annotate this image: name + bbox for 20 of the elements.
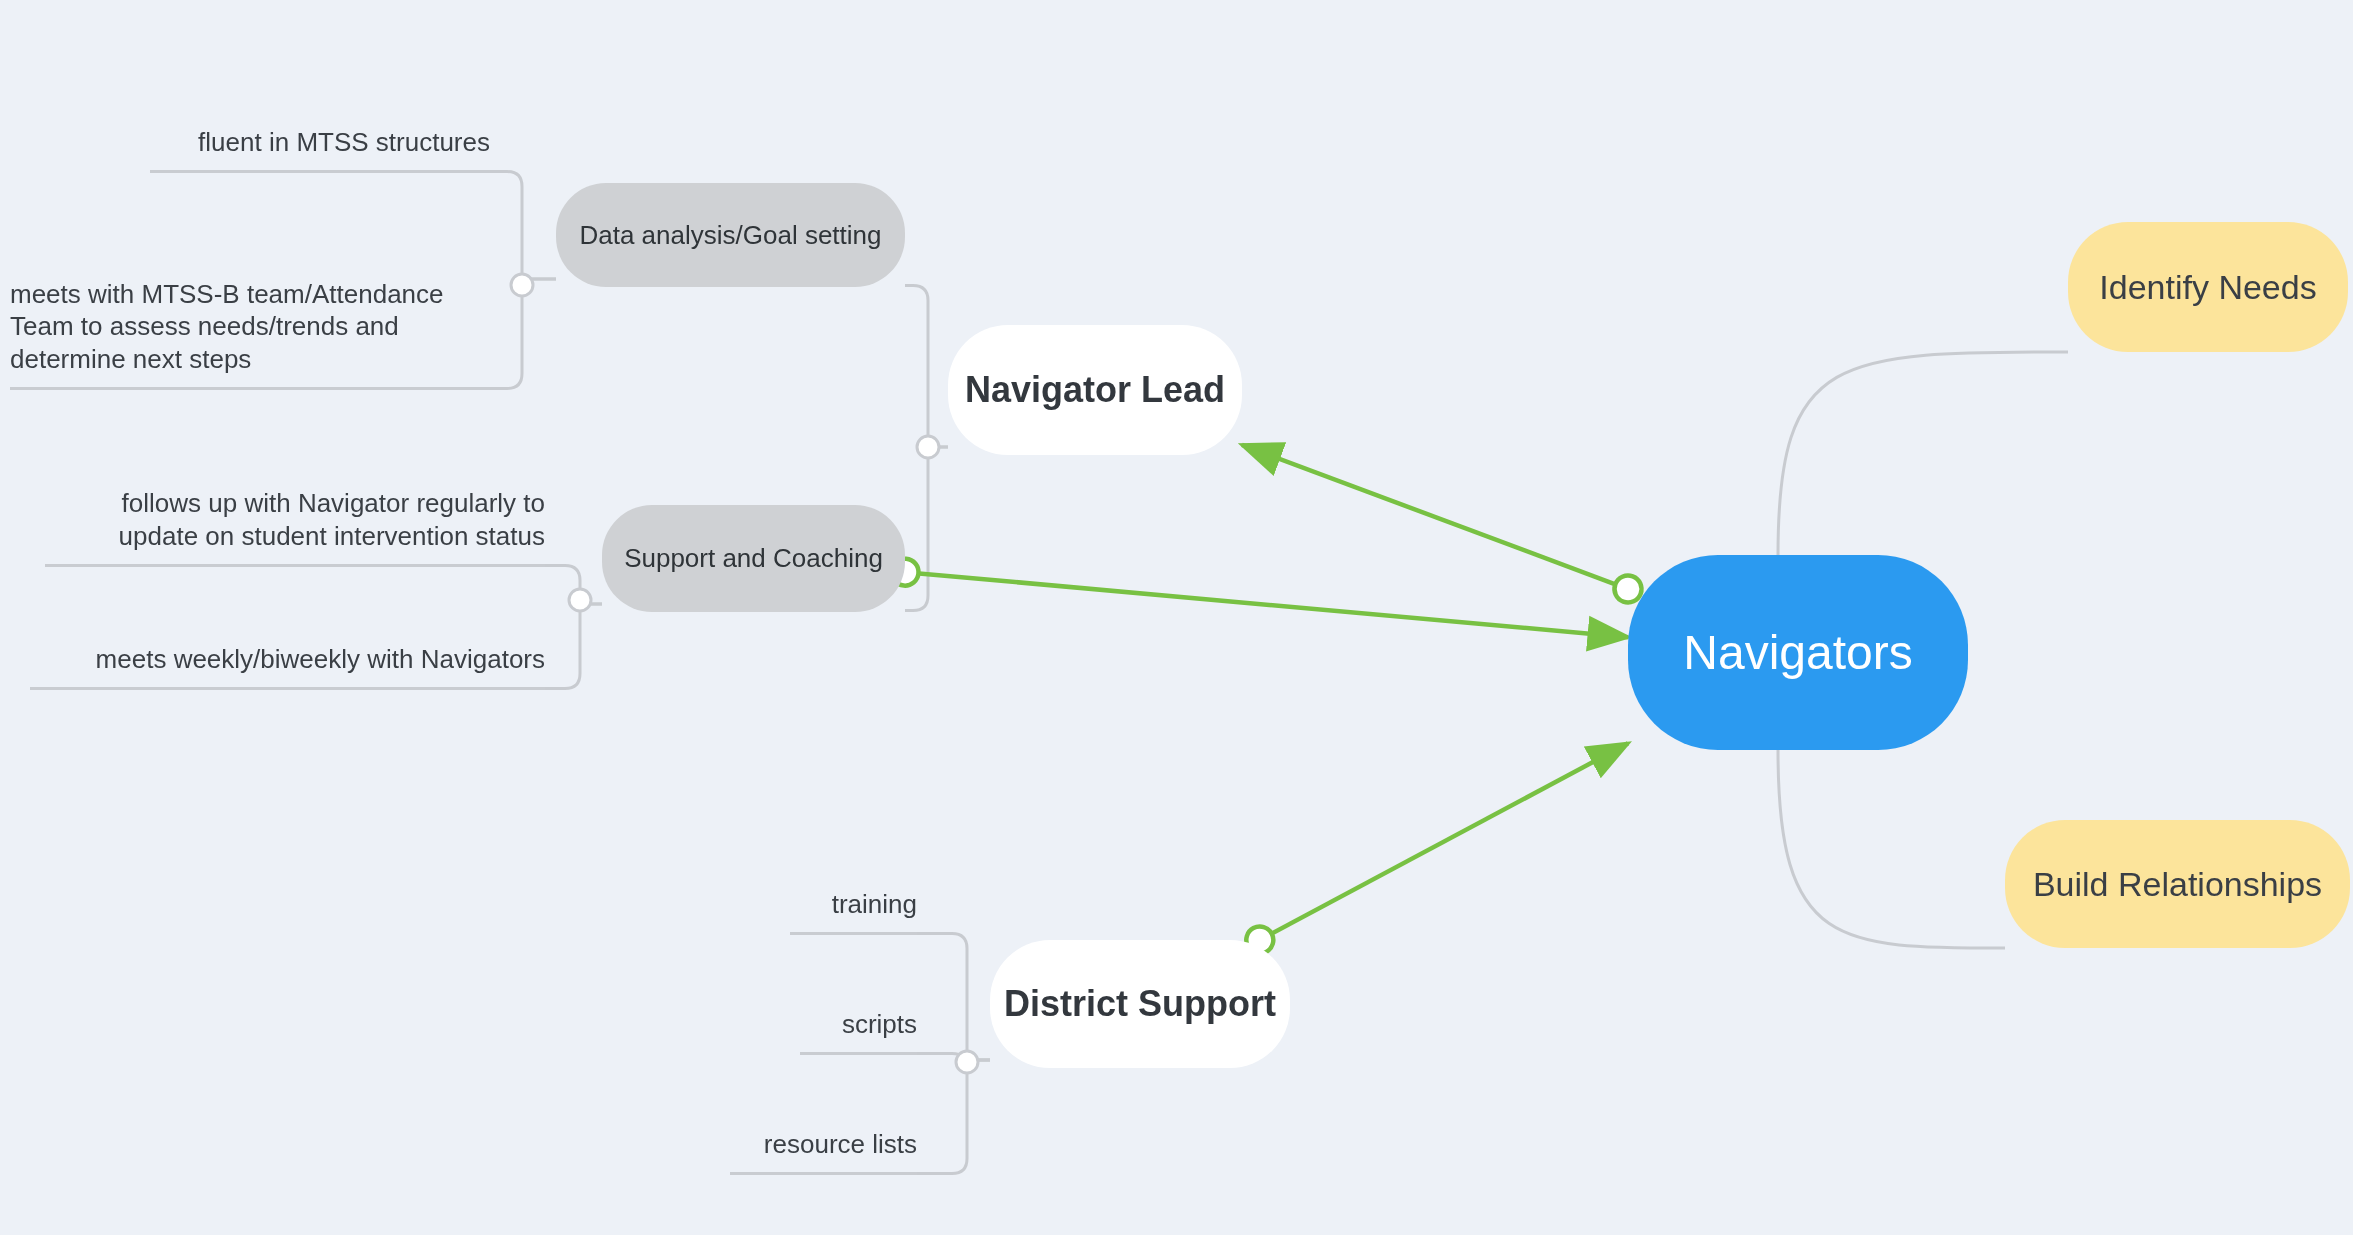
- branch-line: [1776, 749, 2005, 950]
- leaf-text: meets with MTSS-B team/Attendance Team to assess needs/trends and determine next steps: [10, 210, 490, 390]
- branch-line: [1776, 350, 2068, 556]
- leaf-text: scripts: [800, 980, 917, 1055]
- branch-line: [490, 277, 556, 390]
- leaf-text: follows up with Navigator regularly to update on student intervention status: [45, 440, 545, 567]
- leaf-text: meets weekly/biweekly with Navigators: [30, 600, 545, 690]
- arrow: [1237, 442, 1644, 605]
- main-topic: Build Relationships: [2005, 820, 2350, 948]
- subtopic-box: Support and Coaching: [602, 505, 905, 612]
- subtopic-box: Data analysis/Goal setting: [556, 183, 905, 287]
- topic-box: Navigator Lead: [948, 325, 1242, 455]
- main-topic: Identify Needs: [2068, 222, 2348, 352]
- branch-line: [905, 445, 948, 612]
- leaf-text: fluent in MTSS structures: [150, 100, 490, 173]
- arrow: [1244, 741, 1632, 956]
- topic-box: District Support: [990, 940, 1290, 1068]
- leaf-text: training: [790, 860, 917, 935]
- leaf-text: resource lists: [730, 1100, 917, 1175]
- central-topic: Navigators: [1628, 555, 1968, 750]
